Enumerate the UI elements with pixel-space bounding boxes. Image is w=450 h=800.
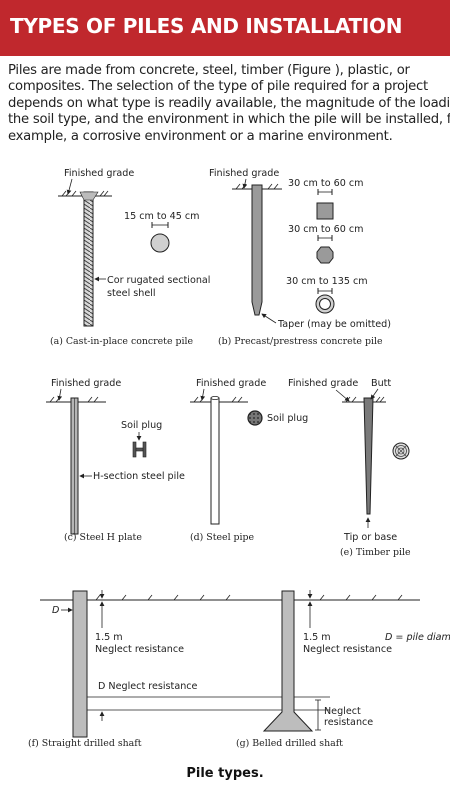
intro-line: the soil type, and the environment in wh… [8, 112, 450, 128]
caption-b: (b) Precast/prestress concrete pile [218, 336, 383, 347]
intro-line: depends on what type is readily availabl… [8, 95, 450, 111]
diameter-symbol: D [52, 605, 59, 616]
caption-c: (c) Steel H plate [64, 532, 142, 543]
depth-label: 1.5 m [303, 632, 331, 643]
intro-paragraph: Piles are made from concrete, steel, tim… [8, 63, 450, 145]
dimension-label: 30 cm to 60 cm [288, 224, 364, 235]
caption-a: (a) Cast-in-place concrete pile [50, 336, 193, 347]
dimension-label: 30 cm to 135 cm [286, 276, 368, 287]
finished-grade-label: Finished grade [51, 378, 121, 389]
pile-e-timber: Finished grade Butt Tip or base (e) Timb… [288, 378, 411, 558]
pile-a-cast-in-place: Finished grade 15 cm to 45 cm Cor rugate… [50, 168, 210, 347]
soil-plug-label: Soil plug [121, 420, 162, 431]
soil-plug-label: Soil plug [267, 413, 308, 424]
pile-d-steel-pipe: Finished grade Soil plug (d) Steel pipe [190, 378, 308, 543]
pile-c-steel-h: Finished grade Soil plug H-section steel… [46, 378, 185, 543]
d-neglect-label: D Neglect resistance [98, 681, 198, 692]
caption-e: (e) Timber pile [340, 547, 411, 558]
h-section-label: H-section steel pile [93, 471, 185, 482]
diameter-label: 15 cm to 45 cm [124, 211, 200, 222]
shell-label: Cor rugated sectional [107, 275, 210, 286]
finished-grade-label: Finished grade [288, 378, 358, 389]
neglect-label: Neglect [324, 706, 361, 717]
timber-section-icon [392, 442, 410, 460]
caption-f: (f) Straight drilled shaft [28, 738, 142, 749]
caption-d: (d) Steel pipe [190, 532, 255, 543]
finished-grade-label: Finished grade [64, 168, 134, 179]
finished-grade-label: Finished grade [209, 168, 279, 179]
shell-label: steel shell [107, 288, 156, 299]
pile-b-precast: Finished grade 30 cm to 60 cm 30 cm to 6… [209, 168, 391, 347]
intro-line: Piles are made from concrete, steel, tim… [8, 63, 410, 78]
dimension-label: 30 cm to 60 cm [288, 178, 364, 189]
intro-line: composites. The selection of the type of… [8, 79, 428, 95]
depth-label: 1.5 m [95, 632, 123, 643]
page-title: TYPES OF PILES AND INSTALLATION [10, 14, 403, 38]
neglect-label: Neglect resistance [95, 644, 184, 655]
h-section-icon [132, 441, 147, 458]
figure-caption: Pile types. [186, 766, 264, 781]
pile-f-straight-shaft: D 1.5 m Neglect resistance D Neglect res… [28, 590, 420, 749]
taper-label: Taper (may be omitted) [277, 319, 391, 330]
pile-types-figure: Finished grade 15 cm to 45 cm Cor rugate… [28, 168, 450, 749]
intro-line: example, a corrosive environment or a ma… [8, 128, 393, 144]
caption-g: (g) Belled drilled shaft [236, 738, 343, 749]
finished-grade-label: Finished grade [196, 378, 266, 389]
neglect-label: Neglect resistance [303, 644, 392, 655]
legend-label: D = pile diameter [385, 632, 450, 643]
title-bar: TYPES OF PILES AND INSTALLATION [0, 0, 450, 56]
butt-label: Butt [371, 378, 391, 389]
neglect-label: resistance [324, 717, 373, 728]
tip-label: Tip or base [343, 532, 397, 543]
pile-g-belled-shaft: 1.5 m Neglect resistance D = pile diamet… [236, 590, 450, 749]
